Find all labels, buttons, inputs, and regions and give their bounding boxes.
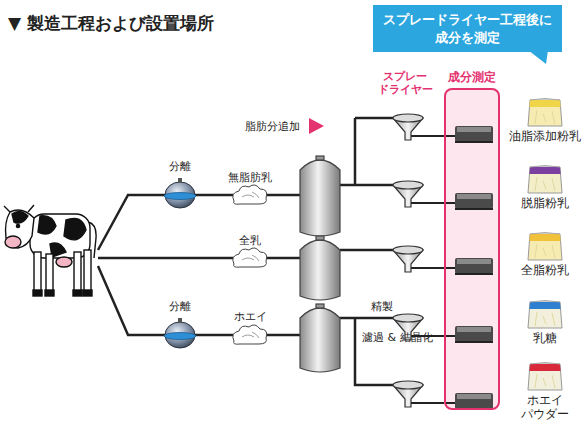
spray-dryer [393, 381, 423, 407]
separator [164, 178, 196, 208]
product-node: 乳糖 [523, 298, 567, 345]
spray-dryer [393, 181, 423, 207]
product-name: 全脂粉乳 [521, 263, 569, 277]
product-node: 全脂粉乳 [519, 230, 571, 277]
product-node: ホエイ パウダー [519, 360, 571, 422]
callout-box: スプレードライヤー工程後に 成分を測定 [373, 5, 562, 52]
milk-cloud [233, 185, 267, 204]
spray-dryer [393, 246, 423, 272]
dryer-pipes [411, 136, 444, 403]
product-bag [525, 298, 565, 330]
process-label-text: 精製 [371, 300, 393, 313]
process-label-text: 分離 [169, 160, 191, 173]
process-label: 濾過 & 結晶化 [362, 331, 433, 344]
measurement-region: 成分測定 [444, 88, 500, 410]
process-label: 精製 [371, 300, 393, 313]
measurement-instruments [446, 90, 498, 408]
callout-text: スプレードライヤー工程後に 成分を測定 [383, 11, 552, 46]
spray-dryer [393, 114, 423, 140]
milk-cloud [233, 248, 267, 267]
process-label-text: 分離 [169, 300, 191, 313]
region-heading-text: 成分測定 [446, 69, 498, 86]
process-label: ホエイ [234, 310, 267, 323]
callout-tail [528, 50, 548, 64]
product-node: 油脂添加粉乳 [507, 96, 583, 143]
diagram-title: ▼ 製造工程および設置場所 [8, 12, 214, 35]
product-name: 脱脂粉乳 [521, 196, 569, 210]
process-label: 分離 [169, 160, 191, 173]
process-label: 全乳 [239, 234, 261, 247]
product-bag [525, 230, 565, 262]
process-label: 分離 [169, 300, 191, 313]
process-label-text: 濾過 & 結晶化 [362, 331, 433, 344]
process-label-text: 無脂肪乳 [228, 171, 272, 184]
product-node: 脱脂粉乳 [519, 163, 571, 210]
cow-illustration [4, 205, 96, 296]
product-bag [525, 360, 565, 392]
process-label: 脂肪分追加 [245, 120, 300, 133]
region-heading: 成分測定 [446, 69, 498, 86]
storage-tank [300, 156, 340, 372]
product-bag [525, 96, 565, 128]
process-label-text: スプレー ドライヤー [378, 70, 433, 96]
process-label: 無脂肪乳 [228, 171, 272, 184]
process-label-text: 全乳 [239, 234, 261, 247]
product-name: ホエイ パウダー [521, 393, 569, 422]
title-box: ▼ 製造工程および設置場所 [8, 12, 214, 35]
fat-arrow [309, 118, 324, 134]
separator [164, 318, 196, 348]
pipe-lines [98, 118, 393, 385]
process-label-text: 脂肪分追加 [245, 120, 300, 133]
product-name: 油脂添加粉乳 [509, 129, 581, 143]
product-bag [525, 163, 565, 195]
milk-cloud [233, 325, 267, 344]
process-label: スプレー ドライヤー [378, 70, 433, 96]
process-label-text: ホエイ [234, 310, 267, 323]
product-name: 乳糖 [533, 331, 557, 345]
